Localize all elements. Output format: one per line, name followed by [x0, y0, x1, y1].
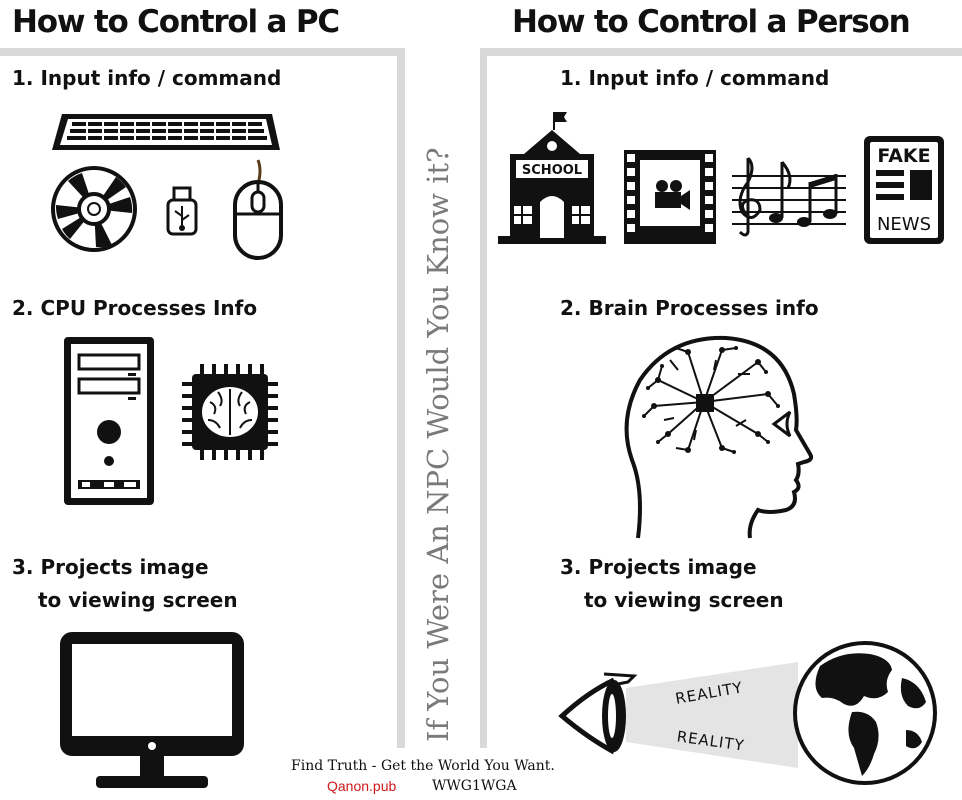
footer-tag: WWG1WGA [432, 778, 517, 794]
left-title: How to Control a PC [12, 4, 340, 40]
keyboard-icon [52, 114, 280, 150]
monitor-icon [60, 632, 244, 788]
center-divider-left [397, 48, 405, 748]
globe-icon [793, 641, 937, 785]
head-brain-icon [624, 335, 814, 539]
usb-icon [166, 186, 198, 236]
left-step-2: 2. CPU Processes Info [12, 296, 258, 320]
music-notes-icon [732, 156, 846, 237]
right-title: How to Control a Person [512, 4, 911, 40]
mouse-icon [233, 159, 283, 260]
fake-label: FAKE [877, 145, 930, 167]
right-step-1: 1. Input info / command [560, 66, 830, 90]
news-label: NEWS [877, 214, 931, 235]
center-divider-right [480, 48, 487, 748]
left-step-3b: to viewing screen [38, 588, 238, 612]
school-label: SCHOOL [522, 163, 582, 178]
vision-beam: REALITY REALITY [626, 662, 798, 768]
footer-slogan: Find Truth - Get the World You Want. [291, 758, 555, 774]
left-step-3a: 3. Projects image [12, 555, 209, 579]
eye-icon [558, 672, 638, 755]
film-strip-icon [624, 150, 716, 244]
disc-icon [51, 166, 137, 252]
cpu-chip-icon [182, 364, 278, 460]
school-icon: SCHOOL [498, 112, 606, 244]
right-step-2: 2. Brain Processes info [560, 296, 819, 320]
left-step-1: 1. Input info / command [12, 66, 282, 90]
computer-tower-icon [64, 337, 154, 505]
top-divider-left [0, 48, 400, 56]
fake-news-icon: FAKE NEWS [864, 136, 944, 244]
footer-site: Qanon.pub [327, 778, 397, 794]
right-step-3b: to viewing screen [584, 588, 784, 612]
top-divider-right [482, 48, 962, 56]
right-step-3a: 3. Projects image [560, 555, 757, 579]
side-question-text: If You Were An NPC Would You Know it? [421, 147, 455, 742]
